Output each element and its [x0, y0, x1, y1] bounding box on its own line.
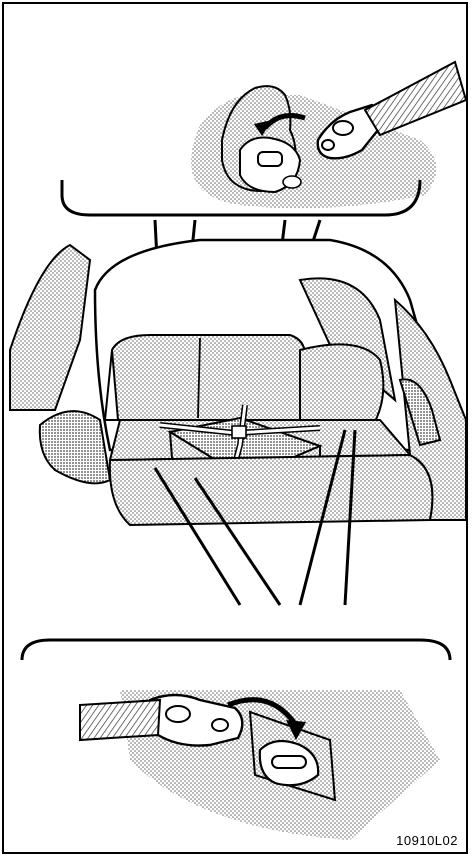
top-hook-slot [258, 152, 282, 166]
top-strap [365, 62, 466, 135]
left-body-panel [10, 245, 90, 410]
rear-seat-backs [112, 335, 305, 420]
bottom-inset-bracket [22, 640, 450, 660]
bottom-inset [22, 640, 450, 840]
cargo-area-view [10, 240, 466, 605]
rear-bumper [110, 455, 433, 525]
figure-code-label: 10910L02 [396, 833, 458, 848]
left-tail-light [40, 411, 110, 483]
bottom-strap [80, 700, 160, 740]
